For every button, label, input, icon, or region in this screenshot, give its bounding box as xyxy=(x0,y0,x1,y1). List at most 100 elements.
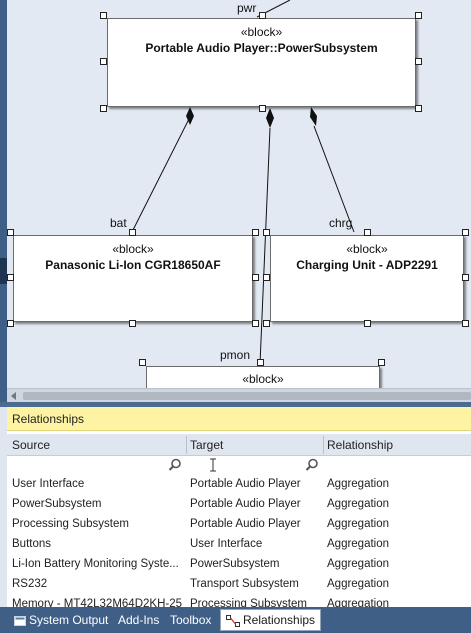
block-powersubsystem[interactable]: «block» Portable Audio Player::PowerSubs… xyxy=(107,18,416,107)
filter-row[interactable] xyxy=(7,456,471,474)
cell-source: Processing Subsystem xyxy=(12,518,129,530)
column-divider[interactable] xyxy=(323,436,324,454)
table-row[interactable]: Memory - MT42L32M64D2KH-25 Processing Su… xyxy=(7,594,471,607)
cell-target: Portable Audio Player xyxy=(190,518,301,530)
cell-source: Buttons xyxy=(12,538,51,550)
search-icon[interactable] xyxy=(305,458,319,472)
table-row[interactable]: Buttons User Interface Aggregation xyxy=(7,534,471,554)
resize-handle[interactable] xyxy=(100,12,107,19)
block-stereotype: «block» xyxy=(112,242,154,256)
resize-handle[interactable] xyxy=(139,359,146,366)
bat-composition-diamond xyxy=(186,107,194,125)
tab-label: Add-Ins xyxy=(118,613,160,627)
scroll-left-arrow-icon[interactable] xyxy=(11,392,16,400)
cell-source: PowerSubsystem xyxy=(12,498,102,510)
tab-system-output[interactable]: System Output xyxy=(10,611,112,631)
column-header-relationship[interactable]: Relationship xyxy=(327,438,394,452)
scrollbar-thumb[interactable] xyxy=(23,392,471,400)
resize-handle[interactable] xyxy=(252,320,259,327)
block-monitor-partial[interactable]: «block» xyxy=(146,366,380,388)
resize-handle[interactable] xyxy=(415,105,422,112)
tab-label: Relationships xyxy=(243,613,316,627)
relationships-icon xyxy=(226,614,240,627)
resize-handle[interactable] xyxy=(415,12,422,19)
left-dock-strip xyxy=(0,0,7,405)
resize-handle[interactable] xyxy=(100,105,107,112)
resize-handle[interactable] xyxy=(7,320,14,327)
cell-source: User Interface xyxy=(12,478,85,490)
resize-handle[interactable] xyxy=(263,274,270,281)
resize-handle[interactable] xyxy=(7,229,14,236)
resize-handle[interactable] xyxy=(415,58,422,65)
block-stereotype: «block» xyxy=(346,242,388,256)
search-icon[interactable] xyxy=(168,458,182,472)
chrg-composition-diamond xyxy=(310,107,317,126)
column-header-source[interactable]: Source xyxy=(12,438,51,452)
block-charging-unit[interactable]: «block» Charging Unit - ADP2291 xyxy=(270,235,464,322)
horizontal-scrollbar[interactable] xyxy=(7,388,471,402)
resize-handle[interactable] xyxy=(378,359,385,366)
resize-handle[interactable] xyxy=(263,320,270,327)
resize-handle[interactable] xyxy=(462,320,469,327)
resize-handle[interactable] xyxy=(462,229,469,236)
resize-handle[interactable] xyxy=(100,58,107,65)
cell-relationship: Aggregation xyxy=(327,498,390,510)
resize-handle[interactable] xyxy=(252,274,259,281)
cell-relationship: Aggregation xyxy=(327,518,390,530)
block-name: Portable Audio Player::PowerSubsystem xyxy=(145,41,378,55)
relationships-panel: Relationships Source Target Relationship xyxy=(7,407,471,607)
tab-add-ins[interactable]: Add-Ins xyxy=(114,611,163,631)
panel-splitter[interactable] xyxy=(0,402,471,407)
table-row[interactable]: Processing Subsystem Portable Audio Play… xyxy=(7,514,471,534)
cell-target: Portable Audio Player xyxy=(190,478,301,490)
resize-handle[interactable] xyxy=(129,229,136,236)
port-label-pmon: pmon xyxy=(220,348,251,362)
chrg-connector xyxy=(313,125,355,233)
block-stereotype: «block» xyxy=(242,372,284,386)
resize-handle[interactable] xyxy=(263,229,270,236)
cell-source: RS232 xyxy=(12,578,48,590)
resize-handle[interactable] xyxy=(259,105,266,112)
cell-target: PowerSubsystem xyxy=(190,558,280,570)
resize-handle[interactable] xyxy=(259,12,266,19)
text-cursor-icon xyxy=(210,458,216,472)
block-battery[interactable]: «block» Panasonic Li-Ion CGR18650AF xyxy=(13,235,253,322)
table-row[interactable]: RS232 Transport Subsystem Aggregation xyxy=(7,574,471,594)
cell-target: Processing Subsystem xyxy=(190,598,307,607)
cell-source: Memory - MT42L32M64D2KH-25 xyxy=(12,598,183,607)
column-header-target[interactable]: Target xyxy=(190,438,224,452)
table-body: User Interface Portable Audio Player Agg… xyxy=(7,474,471,607)
tab-label: System Output xyxy=(29,613,109,627)
resize-handle[interactable] xyxy=(364,229,371,236)
cell-relationship: Aggregation xyxy=(327,538,390,550)
resize-handle[interactable] xyxy=(257,359,264,366)
panel-title: Relationships xyxy=(7,407,471,431)
resize-handle[interactable] xyxy=(364,320,371,327)
cell-relationship: Aggregation xyxy=(327,578,390,590)
table-header: Source Target Relationship xyxy=(7,434,471,456)
diagram-canvas[interactable]: «block» Portable Audio Player::PowerSubs… xyxy=(0,0,471,388)
bat-connector xyxy=(131,116,191,233)
resize-handle[interactable] xyxy=(462,274,469,281)
cell-relationship: Aggregation xyxy=(327,478,390,490)
resize-handle[interactable] xyxy=(7,274,14,281)
table-row[interactable]: User Interface Portable Audio Player Agg… xyxy=(7,474,471,494)
table-row[interactable]: Li-Ion Battery Monitoring Syste... Power… xyxy=(7,554,471,574)
resize-handle[interactable] xyxy=(252,229,259,236)
port-label-pwr: pwr xyxy=(237,1,257,15)
dock-tab[interactable] xyxy=(0,258,7,284)
block-name: Panasonic Li-Ion CGR18650AF xyxy=(45,258,221,272)
connector-layer xyxy=(131,0,355,365)
column-divider[interactable] xyxy=(186,436,187,454)
cell-target: User Interface xyxy=(190,538,263,550)
tab-relationships[interactable]: Relationships xyxy=(220,609,322,631)
port-label-bat: bat xyxy=(110,216,127,230)
cell-source: Li-Ion Battery Monitoring Syste... xyxy=(12,558,179,570)
block-stereotype: «block» xyxy=(240,25,283,39)
cell-target: Transport Subsystem xyxy=(190,578,299,590)
resize-handle[interactable] xyxy=(129,320,136,327)
table-row[interactable]: PowerSubsystem Portable Audio Player Agg… xyxy=(7,494,471,514)
block-name: Charging Unit - ADP2291 xyxy=(296,258,438,272)
tab-toolbox[interactable]: Toolbox xyxy=(166,611,215,631)
